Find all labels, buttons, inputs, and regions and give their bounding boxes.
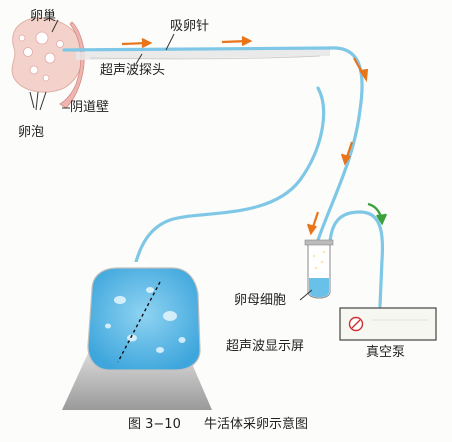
flow-arrows [121, 36, 369, 236]
ovary [11, 17, 84, 93]
follicle [44, 52, 56, 64]
flow-arrow-icon [340, 141, 354, 166]
label-ovary: 卵巢 [30, 9, 57, 24]
suction-tube [62, 46, 385, 308]
flow-arrow-icon [121, 38, 153, 48]
label-pump: 真空泵 [366, 345, 406, 360]
label-oocyte: 卵母细胞 [234, 293, 287, 308]
label-vaginal-wall: 阴道壁 [70, 100, 110, 115]
follicle [35, 31, 49, 45]
label-probe: 超声波探头 [100, 63, 166, 78]
collection-tube [304, 239, 334, 299]
follicle [29, 65, 39, 75]
ultrasound-screen [62, 262, 212, 410]
figure-title: 牛活体采卵示意图 [204, 417, 309, 432]
label-follicle: 卵泡 [18, 125, 45, 140]
flow-arrow-icon [306, 211, 320, 236]
vacuum-pump [339, 307, 437, 341]
flow-arrow-icon [221, 36, 253, 46]
follicle [18, 34, 26, 42]
label-screen: 超声波显示屏 [226, 339, 305, 354]
flow-arrow-icon [353, 57, 369, 83]
follicle [56, 40, 64, 48]
follicle [42, 74, 50, 82]
leader-lines [29, 19, 313, 301]
follicle [23, 47, 33, 57]
label-needle: 吸卵针 [170, 19, 210, 34]
pump-flow-arrow-icon [367, 202, 388, 226]
figure-number: 图 3−10 [128, 417, 181, 432]
